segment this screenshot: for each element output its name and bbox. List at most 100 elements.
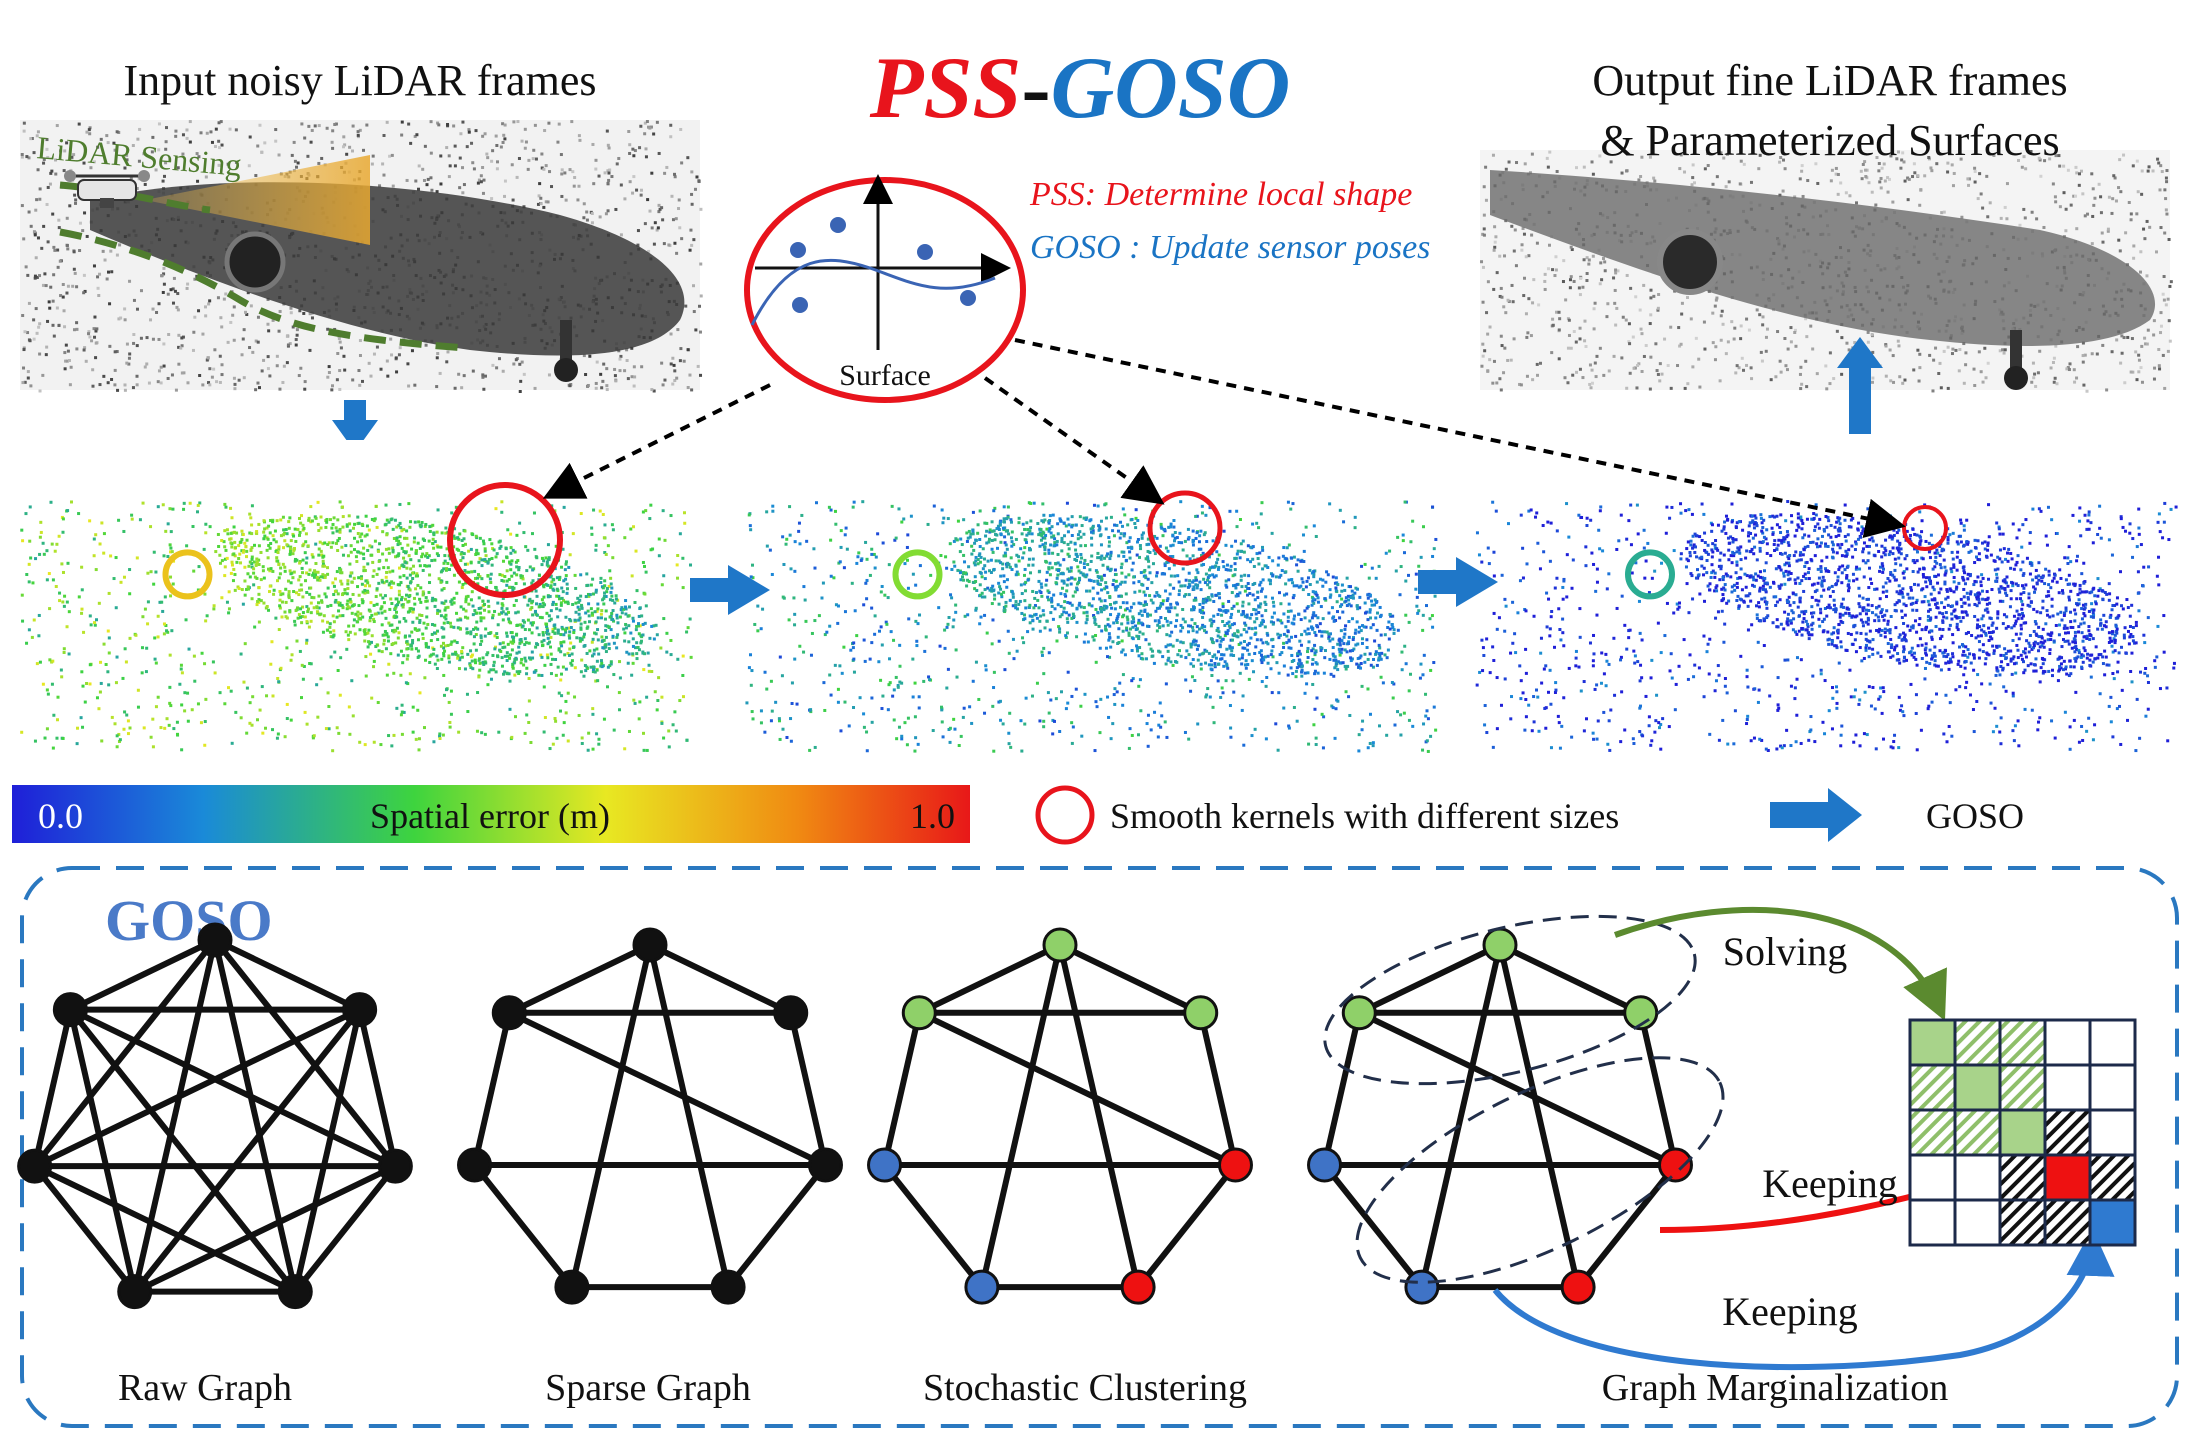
point <box>2082 384 2085 387</box>
point <box>650 388 653 391</box>
point <box>153 636 156 639</box>
point <box>476 577 479 580</box>
point <box>2063 191 2066 194</box>
point <box>1977 197 1980 200</box>
point <box>266 323 269 326</box>
point <box>627 130 630 133</box>
point <box>480 731 483 734</box>
point <box>1864 169 1867 172</box>
point <box>424 523 427 526</box>
point <box>169 704 172 707</box>
point <box>267 329 270 332</box>
point <box>2050 366 2053 369</box>
point <box>610 618 613 621</box>
point <box>327 705 330 708</box>
point <box>1897 340 1900 343</box>
point <box>1929 166 1932 169</box>
point <box>43 553 46 556</box>
point <box>638 648 641 651</box>
point <box>375 612 378 615</box>
point <box>366 591 369 594</box>
point <box>67 285 70 288</box>
point <box>186 137 189 140</box>
point <box>1983 347 1986 350</box>
point <box>425 615 428 618</box>
point <box>635 628 638 631</box>
point <box>523 582 526 585</box>
point <box>1703 348 1706 351</box>
point <box>1745 364 1748 367</box>
point <box>395 615 398 618</box>
point <box>285 528 288 531</box>
point <box>1605 315 1608 318</box>
point <box>363 629 366 632</box>
point <box>63 647 66 650</box>
point <box>491 654 494 657</box>
point <box>223 545 226 548</box>
point <box>408 594 411 597</box>
point <box>186 692 189 695</box>
point <box>1536 374 1539 377</box>
point <box>357 604 360 607</box>
point <box>45 549 48 552</box>
point <box>108 345 111 348</box>
point <box>640 640 643 643</box>
point <box>533 512 536 515</box>
point <box>539 616 542 619</box>
point <box>488 538 491 541</box>
point <box>141 615 144 618</box>
point <box>620 183 623 186</box>
point <box>104 259 107 262</box>
point <box>29 339 32 342</box>
point <box>610 628 613 631</box>
point <box>555 607 558 610</box>
point <box>33 230 36 233</box>
point <box>1680 343 1683 346</box>
point <box>2130 212 2133 215</box>
point <box>370 554 373 557</box>
point <box>395 539 398 542</box>
point <box>608 647 611 650</box>
point <box>2165 177 2168 180</box>
point <box>401 733 404 736</box>
point <box>571 652 574 655</box>
point <box>571 659 574 662</box>
point <box>52 273 55 276</box>
point <box>233 387 236 390</box>
point <box>638 607 641 610</box>
point <box>600 659 603 662</box>
point <box>339 531 342 534</box>
point <box>423 622 426 625</box>
point <box>1652 177 1655 180</box>
point <box>372 575 375 578</box>
point <box>204 698 207 701</box>
point <box>193 316 196 319</box>
point <box>436 546 439 549</box>
point <box>698 305 701 308</box>
point <box>56 124 59 127</box>
point <box>441 531 444 534</box>
point <box>403 537 406 540</box>
point <box>463 529 466 532</box>
point <box>440 658 443 661</box>
point <box>149 525 152 528</box>
point <box>1488 358 1491 361</box>
point <box>209 525 212 528</box>
point <box>1908 178 1911 181</box>
point <box>607 209 610 212</box>
point <box>659 647 662 650</box>
point <box>600 386 603 389</box>
point <box>2119 190 2122 193</box>
point <box>208 299 211 302</box>
point <box>416 592 419 595</box>
point <box>385 571 388 574</box>
point <box>635 652 638 655</box>
point <box>569 642 572 645</box>
point <box>449 622 452 625</box>
point <box>482 540 485 543</box>
point <box>291 653 294 656</box>
point <box>611 523 614 526</box>
point <box>2073 381 2076 384</box>
point <box>524 128 527 131</box>
